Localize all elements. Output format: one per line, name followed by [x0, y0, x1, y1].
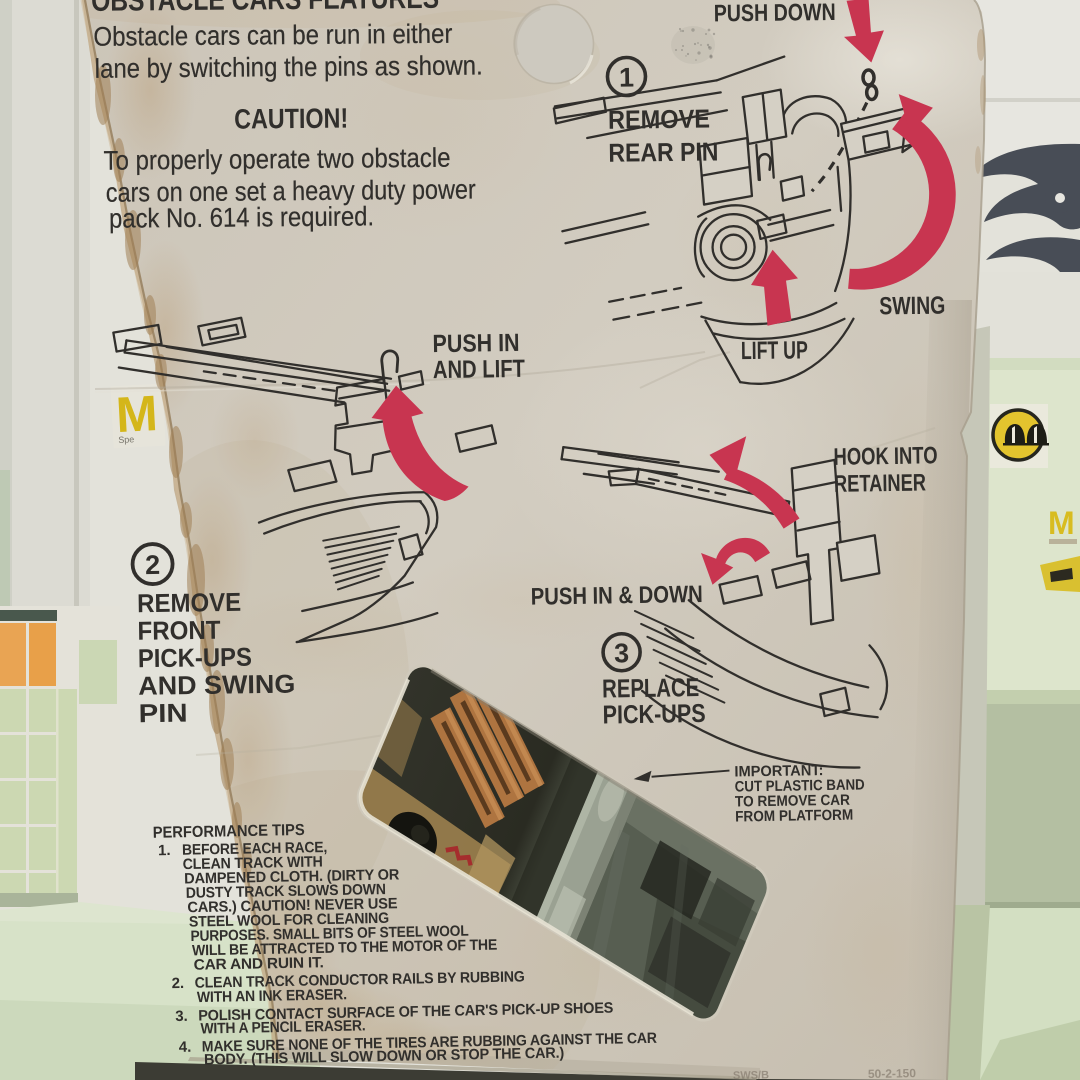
svg-text:PUSH IN: PUSH IN — [432, 329, 519, 358]
svg-text:FROM PLATFORM: FROM PLATFORM — [735, 807, 853, 826]
svg-text:WILL BE ATTRACTED TO THE MOTOR: WILL BE ATTRACTED TO THE MOTOR OF THE — [192, 937, 497, 960]
svg-text:WITH AN INK ERASER.: WITH AN INK ERASER. — [197, 986, 347, 1006]
svg-text:3: 3 — [614, 638, 630, 668]
svg-text:M: M — [1048, 505, 1075, 541]
svg-text:LIFT UP: LIFT UP — [741, 336, 808, 365]
svg-text:CAR AND RUIN IT.: CAR AND RUIN IT. — [194, 954, 324, 973]
svg-text:DUSTY TRACK SLOWS DOWN: DUSTY TRACK SLOWS DOWN — [186, 881, 386, 902]
svg-text:REMOVE: REMOVE — [608, 103, 710, 134]
svg-text:REMOVE: REMOVE — [137, 587, 241, 618]
svg-text:lane by switching the pins as: lane by switching the pins as shown. — [95, 50, 483, 83]
svg-text:3.: 3. — [175, 1008, 188, 1025]
svg-text:PUSH IN & DOWN: PUSH IN & DOWN — [531, 581, 703, 611]
svg-text:TO REMOVE CAR: TO REMOVE CAR — [735, 792, 850, 811]
svg-text:CLEAN TRACK CONDUCTOR RAILS BY: CLEAN TRACK CONDUCTOR RAILS BY RUBBING — [194, 968, 524, 991]
svg-text:FRONT: FRONT — [137, 615, 221, 646]
svg-text:M: M — [115, 385, 160, 443]
svg-text:CARS.) CAUTION! NEVER USE: CARS.) CAUTION! NEVER USE — [187, 895, 397, 916]
svg-text:PIN: PIN — [138, 698, 187, 729]
svg-text:Spe: Spe — [118, 434, 135, 445]
svg-text:STEEL WOOL FOR CLEANING: STEEL WOOL FOR CLEANING — [189, 910, 389, 931]
svg-text:HOOK INTO: HOOK INTO — [833, 442, 937, 471]
svg-text:REAR PIN: REAR PIN — [608, 136, 718, 167]
svg-text:SWS/B: SWS/B — [733, 1069, 769, 1080]
svg-text:1.: 1. — [158, 842, 171, 859]
svg-text:RETAINER: RETAINER — [834, 469, 926, 497]
svg-text:4.: 4. — [179, 1039, 192, 1056]
svg-text:Obstacle cars can be run in ei: Obstacle cars can be run in either — [93, 19, 452, 52]
svg-text:To properly operate two obstac: To properly operate two obstacle — [103, 143, 450, 176]
svg-text:CLEAN TRACK WITH: CLEAN TRACK WITH — [182, 853, 322, 873]
svg-text:WITH A PENCIL ERASER.: WITH A PENCIL ERASER. — [200, 1017, 365, 1037]
svg-text:CAUTION!: CAUTION! — [234, 103, 348, 135]
svg-text:2.: 2. — [171, 975, 184, 992]
svg-text:2: 2 — [145, 550, 160, 580]
svg-text:PICK-UPS: PICK-UPS — [602, 698, 705, 730]
svg-text:1: 1 — [619, 62, 634, 92]
svg-text:pack No. 614 is required.: pack No. 614 is required. — [109, 201, 374, 233]
svg-text:REPLACE: REPLACE — [602, 672, 699, 704]
svg-text:AND SWING: AND SWING — [138, 669, 295, 701]
svg-text:BODY. (THIS WILL SLOW DOWN OR: BODY. (THIS WILL SLOW DOWN OR STOP THE C… — [204, 1045, 564, 1069]
svg-text:cars on one set a heavy duty p: cars on one set a heavy duty power — [106, 174, 476, 207]
svg-text:IMPORTANT:: IMPORTANT: — [734, 762, 823, 780]
svg-text:PERFORMANCE TIPS: PERFORMANCE TIPS — [153, 822, 306, 842]
svg-text:PUSH DOWN: PUSH DOWN — [714, 0, 836, 27]
svg-text:CUT PLASTIC BAND: CUT PLASTIC BAND — [735, 776, 865, 795]
svg-text:PICK-UPS: PICK-UPS — [138, 642, 252, 674]
svg-text:DAMPENED CLOTH. (DIRTY OR: DAMPENED CLOTH. (DIRTY OR — [184, 866, 400, 887]
svg-text:50-2-150: 50-2-150 — [868, 1066, 917, 1080]
svg-text:PURPOSES. SMALL BITS OF STEEL: PURPOSES. SMALL BITS OF STEEL WOOL — [190, 923, 468, 945]
svg-text:AND LIFT: AND LIFT — [433, 355, 525, 384]
svg-text:OBSTACLE CARS FEATURES: OBSTACLE CARS FEATURES — [91, 0, 439, 18]
svg-text:BEFORE EACH RACE,: BEFORE EACH RACE, — [182, 839, 327, 859]
svg-text:SWING: SWING — [879, 292, 945, 321]
